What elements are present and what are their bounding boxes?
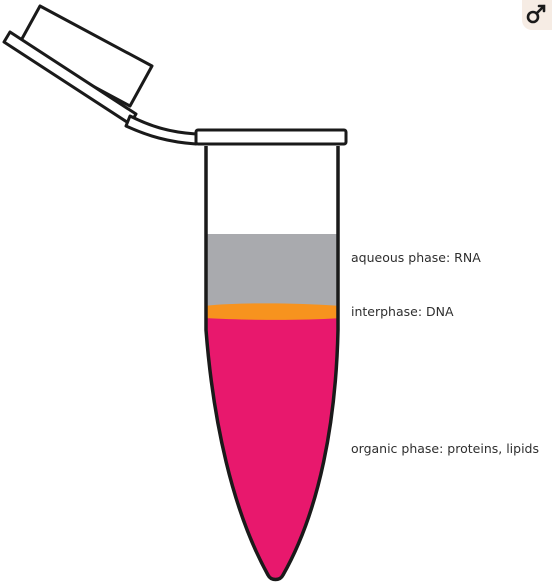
tube-body xyxy=(204,146,340,582)
tube-rim xyxy=(194,128,348,146)
aqueous-layer xyxy=(206,234,338,306)
aqueous-phase-label: aqueous phase: RNA xyxy=(351,250,481,265)
interphase-layer xyxy=(206,303,338,320)
tube-lid xyxy=(2,4,154,126)
corner-badge xyxy=(522,0,552,30)
tube-hinge xyxy=(124,114,198,146)
male-symbol-icon xyxy=(526,4,546,24)
organic-phase-label: organic phase: proteins, lipids xyxy=(351,441,539,456)
interphase-label: interphase: DNA xyxy=(351,304,454,319)
